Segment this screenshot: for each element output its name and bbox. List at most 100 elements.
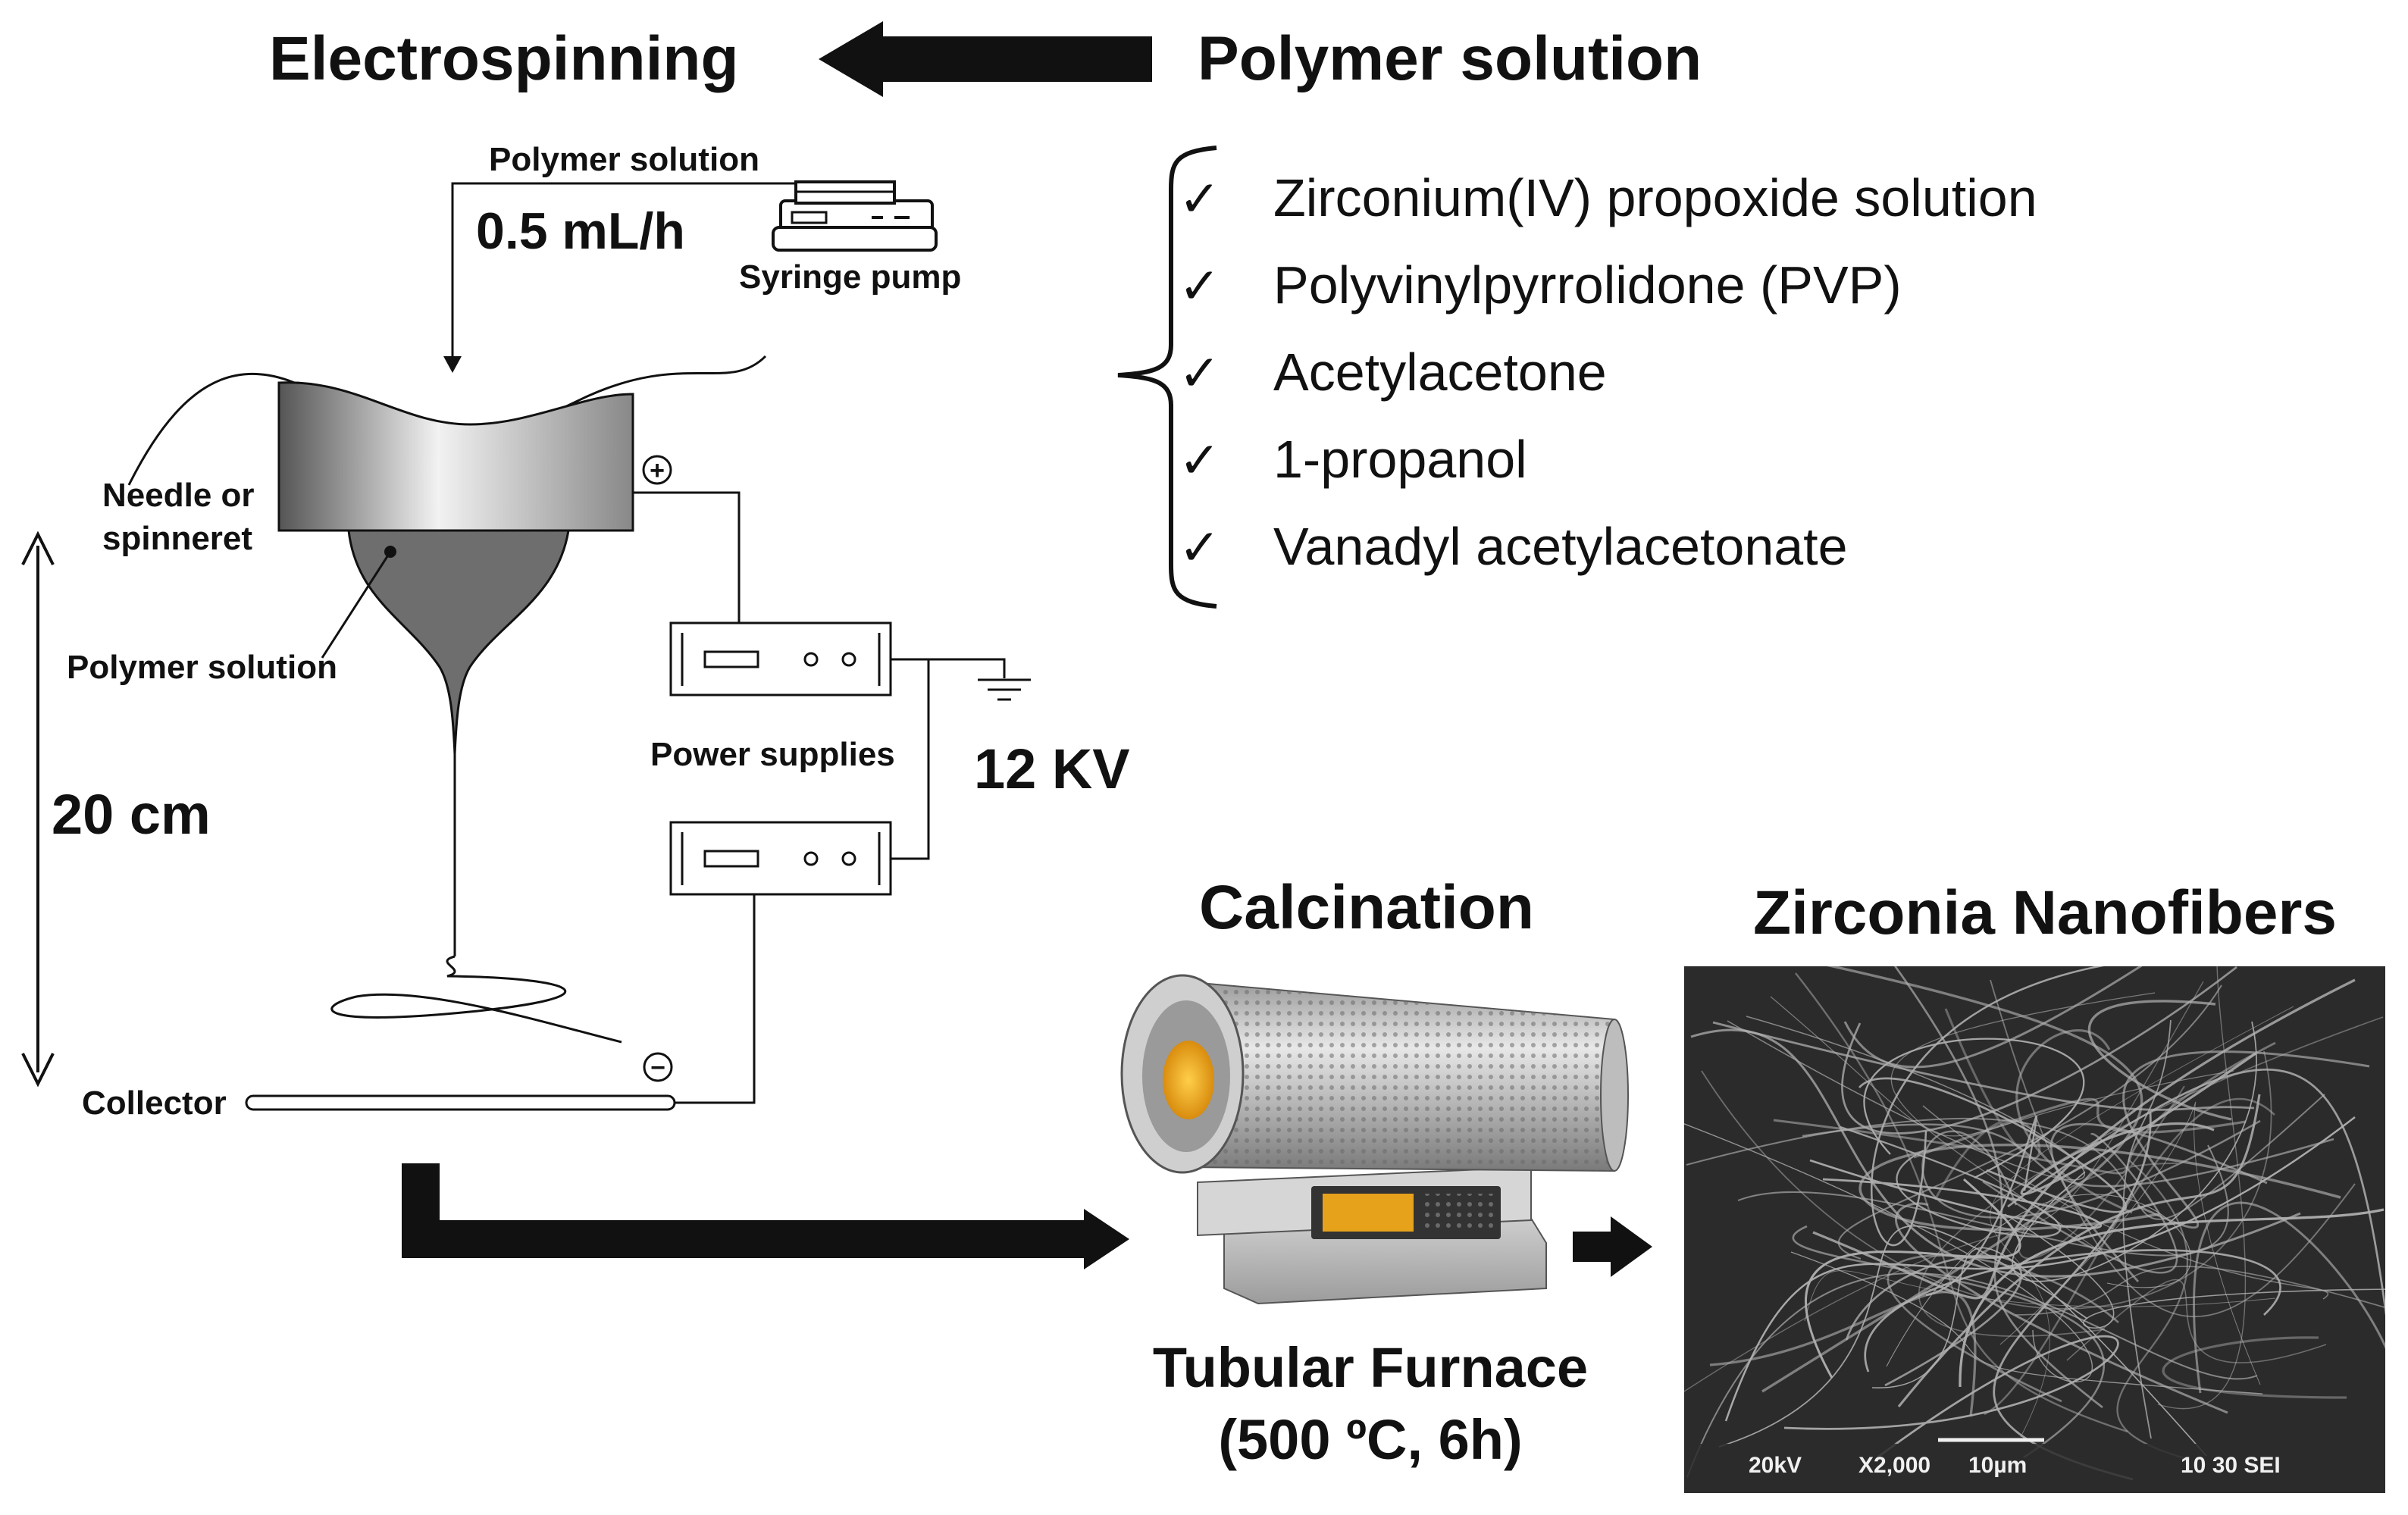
nanofiber-strand [1790, 1251, 2263, 1394]
nanofiber-strand [1864, 1249, 2281, 1373]
syringe-pump-icon [772, 180, 938, 252]
needle-spinneret-body [277, 381, 634, 532]
nanofiber-strand [2012, 1021, 2257, 1282]
check-icon: ✓ [1179, 258, 1220, 314]
drop-pointer-dot [384, 546, 396, 558]
ground-icon [978, 678, 1031, 701]
ingredient-item: 1-propanol [1273, 430, 1527, 489]
power-supply-lower [669, 821, 892, 896]
sem-id-label: 10 30 SEI [2181, 1453, 2281, 1478]
nanofiber-strand [1895, 1202, 2228, 1414]
positive-terminal-icon [642, 455, 672, 485]
right-arrow-icon [1573, 1216, 1652, 1277]
sem-image: 20kV X2,000 10µm 10 30 SEI [1684, 966, 2385, 1493]
nanofiber-strand [1804, 1178, 2021, 1379]
nanofiber-strand [1770, 996, 2234, 1137]
check-icon: ✓ [1179, 345, 1220, 401]
drop-pointer-line [321, 551, 392, 659]
nanofiber-strand [1783, 1335, 2119, 1459]
nanofiber-strand [1925, 1116, 2038, 1297]
nanofibers-title: Zirconia Nanofibers [1753, 878, 2337, 947]
feed-line [451, 182, 803, 370]
whipping-fiber [330, 955, 622, 1044]
nanofiber-strand [1863, 1038, 2085, 1179]
nanofiber-strand [1871, 966, 2105, 1247]
nanofiber-strand [1897, 1094, 2261, 1407]
nanofiber-strand [1990, 1006, 2294, 1438]
nanofiber-strand [1809, 1159, 2103, 1229]
nanofiber-strand [1887, 1254, 2119, 1403]
nanofiber-strand [1918, 1016, 2384, 1337]
ingredient-item: Polyvinylpyrrolidone (PVP) [1273, 255, 1902, 315]
ingredients-list: ✓ Zirconium(IV) propoxide solution ✓ Pol… [1179, 168, 2037, 576]
negative-wire [675, 894, 756, 1104]
nanofiber-strand [2015, 1266, 2385, 1316]
nanofiber-strand [1709, 1291, 1977, 1417]
sem-kv-label: 20kV [1749, 1453, 1802, 1478]
positive-sign: + [650, 456, 665, 485]
distance-label: 20 cm [52, 783, 211, 846]
nanofiber-strand [1922, 1105, 2328, 1300]
nanofiber-strand [1934, 1008, 2041, 1200]
calcination-title: Calcination [1199, 873, 1534, 942]
taylor-cone [347, 529, 570, 755]
nanofiber-strand [1886, 1194, 2192, 1367]
electrospinning-title: Electrospinning [269, 24, 739, 93]
flow-rate-label: 0.5 mL/h [476, 202, 685, 260]
nanofiber-strand [1841, 966, 2237, 1135]
polymer-solution-drop-label: Polymer solution [67, 649, 337, 686]
left-arrow-icon [819, 21, 1152, 97]
nanofiber-strand [2066, 1279, 2327, 1363]
sem-scale-label: 10µm [1968, 1453, 2027, 1478]
polymer-solution-feed-label: Polymer solution [489, 141, 759, 178]
polymer-solution-title: Polymer solution [1198, 24, 1702, 93]
nanofiber-strand [1712, 1021, 2255, 1111]
tubular-furnace-icon [1120, 974, 1629, 1305]
nanofiber-strand [2087, 1000, 2232, 1121]
nanofiber-strand [2116, 1159, 2189, 1460]
nanofiber-strand [1690, 1028, 2301, 1278]
nanofiber-strand [1761, 966, 2143, 1393]
check-icon: ✓ [1179, 432, 1220, 488]
negative-sign: − [650, 1053, 665, 1082]
needle-label-line1: Needle or [102, 477, 255, 514]
negative-terminal-icon [643, 1052, 673, 1082]
nanofiber-strand [2162, 1336, 2347, 1399]
check-icon: ✓ [1179, 519, 1220, 575]
nanofiber-strand [1921, 1119, 2261, 1219]
nanofiber-strand [1990, 979, 2356, 1317]
nanofiber-strand [2122, 1050, 2370, 1229]
furnace-label-line1: Tubular Furnace [1153, 1336, 1588, 1399]
ingredient-item: Vanadyl acetylacetonate [1273, 517, 1848, 576]
distance-arrowhead-bottom-icon [21, 1053, 55, 1088]
distance-arrowhead-top-icon [21, 531, 55, 565]
check-icon: ✓ [1179, 171, 1220, 227]
nanofiber-strand [1913, 1097, 2247, 1159]
nanofiber-strand [1701, 1050, 2272, 1310]
nanofiber-strand [1837, 984, 2222, 1260]
nanofiber-strand [1792, 1225, 2105, 1459]
bent-arrow-icon [402, 1163, 1129, 1269]
voltage-label: 12 KV [974, 737, 1130, 800]
nanofiber-strand [1812, 978, 2356, 1300]
nanofiber-strand [1737, 1144, 2229, 1257]
nanofiber-strand [1999, 1101, 2261, 1385]
sem-mag-label: X2,000 [1858, 1453, 1930, 1478]
nanofiber-strand [2193, 1201, 2385, 1394]
nanofiber-strand [1684, 1123, 2093, 1383]
ingredient-item: Acetylacetone [1273, 343, 1607, 402]
nanofiber-strand [2049, 1122, 2268, 1282]
nanofiber-strand [2007, 1069, 2385, 1316]
nanofiber-strand [2122, 1019, 2172, 1439]
collector-plate [245, 1094, 676, 1111]
ingredients-brace [1117, 146, 1217, 609]
ingredient-item: Zirconium(IV) propoxide solution [1273, 168, 2037, 227]
nanofiber-strand [2004, 1213, 2385, 1329]
nanofiber-strand [1804, 1270, 2276, 1322]
positive-wire [633, 491, 741, 623]
nanofiber-strand [1843, 966, 2143, 1069]
needle-label-line2: spinneret [102, 520, 252, 557]
nanofiber-strand [1684, 981, 2204, 1392]
feed-arrowhead-icon [443, 356, 462, 373]
